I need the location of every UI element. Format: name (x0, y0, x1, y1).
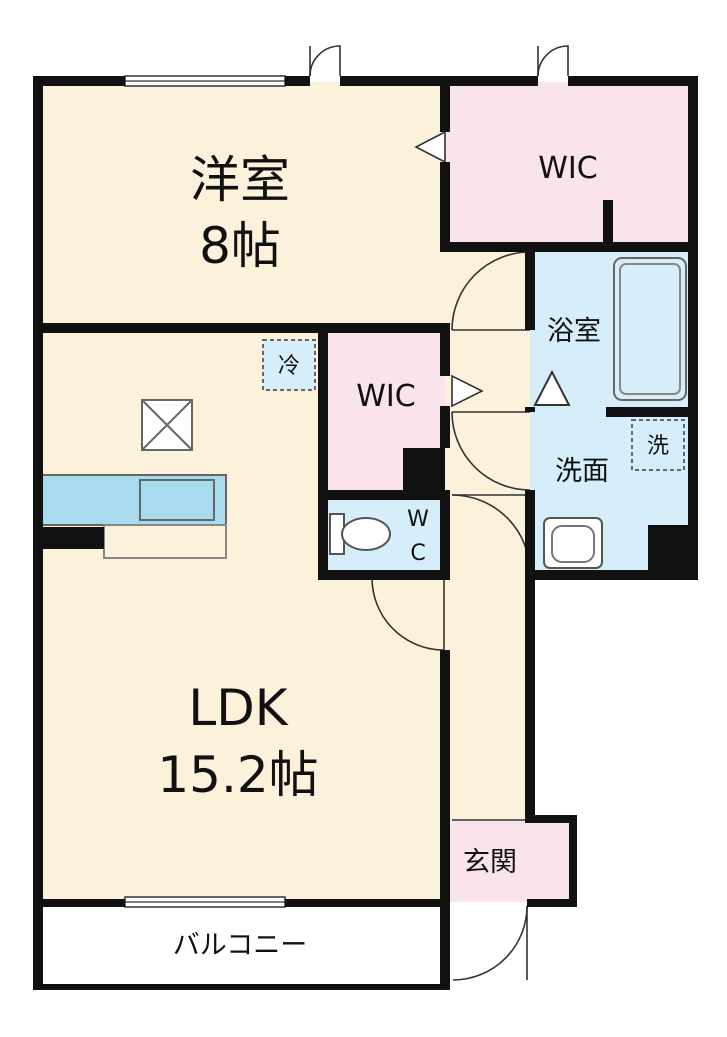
western-room-size: 8帖 (199, 217, 281, 275)
bathtub (613, 257, 687, 401)
door-swing-western (451, 251, 531, 331)
fridge-marker-box (262, 339, 316, 391)
western-room-name: 洋室 (190, 151, 290, 209)
wic-mid-block (403, 448, 445, 495)
bath-name: 浴室 (547, 316, 601, 347)
kitchen-lower-counter (103, 524, 227, 559)
western-room-floor (38, 82, 445, 328)
wic-mid-name: WIC (356, 379, 415, 414)
bathtub-inner (619, 263, 681, 395)
balcony-floor (38, 902, 445, 986)
entrance-floor (445, 820, 573, 902)
wic-top-door-triangle (414, 130, 446, 164)
kitchen-sink (139, 479, 215, 521)
wic-top-floor (445, 82, 693, 246)
toilet-bowl (341, 517, 391, 551)
entrance-name: 玄関 (463, 847, 517, 878)
washbasin (543, 517, 603, 569)
washroom-name: 洗面 (555, 456, 609, 487)
wic-top-name: WIC (538, 151, 597, 186)
range-hood-x2 (141, 399, 193, 451)
door-swings (309, 45, 569, 981)
walls (33, 76, 698, 990)
toilet-name-top: W (407, 507, 429, 532)
floors (38, 82, 693, 986)
balcony-name: バルコニー (173, 930, 307, 961)
hall-floor (445, 246, 530, 820)
washer-marker: 洗 (647, 434, 669, 459)
door-swing-top-left (309, 45, 341, 77)
washbasin-bowl (551, 525, 595, 563)
ldk-name: LDK (188, 679, 288, 737)
kitchen-counter (41, 474, 227, 526)
kitchen-end-block (42, 527, 104, 549)
washroom-cabinet (648, 525, 693, 575)
door-swing-washroom (451, 411, 531, 491)
ldk-size: 15.2帖 (157, 746, 318, 804)
door-swing-entrance (452, 905, 528, 981)
toilet-name-bottom: C (410, 541, 425, 566)
fixtures (41, 257, 693, 575)
bath-door-triangle (533, 369, 571, 406)
labels: 洋室 8帖 WIC 浴室 WIC W C 洗面 LDK 15.2帖 玄関 バルコ… (157, 151, 669, 961)
washer-marker-box (631, 419, 685, 471)
fridge-marker: 冷 (278, 354, 300, 379)
door-swing-top-right (537, 45, 569, 77)
door-swing-ldk (371, 577, 445, 651)
wic-mid-door-triangle (451, 374, 484, 408)
